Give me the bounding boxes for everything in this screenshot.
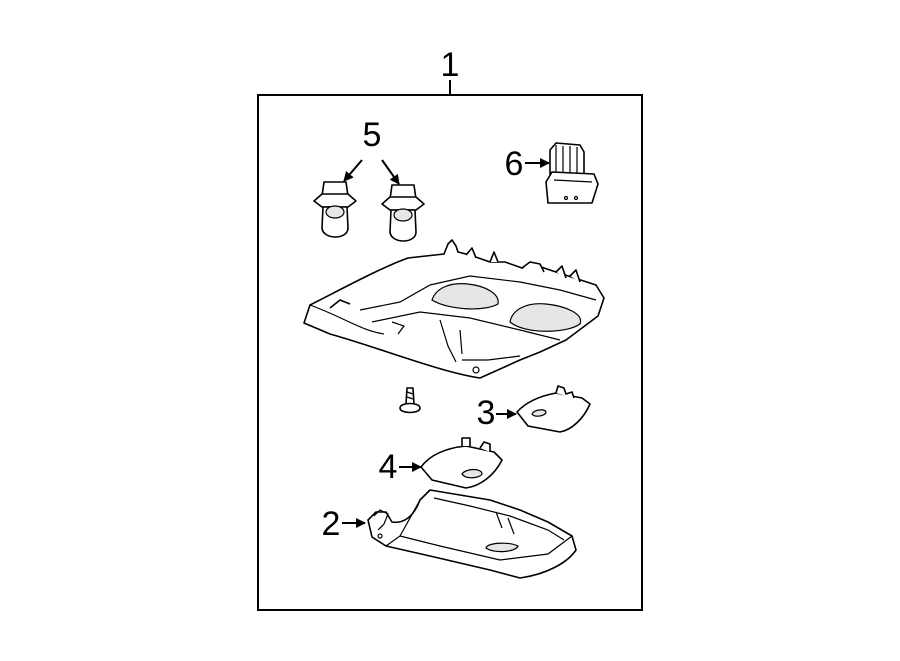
callout-5-arrow-right [381, 159, 400, 185]
lens-4 [420, 437, 503, 489]
callout-5-arrow-left [343, 159, 363, 182]
console-housing [303, 239, 605, 379]
callout-5-label: 5 [363, 116, 382, 154]
callout-3-label: 3 [477, 394, 496, 432]
switch-part [545, 142, 599, 204]
lower-cover [367, 489, 577, 579]
callout-6-label: 6 [505, 145, 524, 183]
bulb-right [381, 184, 425, 242]
callout-1-label: 1 [441, 46, 460, 84]
callout-2-label: 2 [322, 505, 341, 543]
lens-3 [516, 385, 591, 433]
screw-part [399, 387, 421, 414]
bulb-left [313, 181, 357, 238]
callout-4-label: 4 [379, 448, 398, 486]
